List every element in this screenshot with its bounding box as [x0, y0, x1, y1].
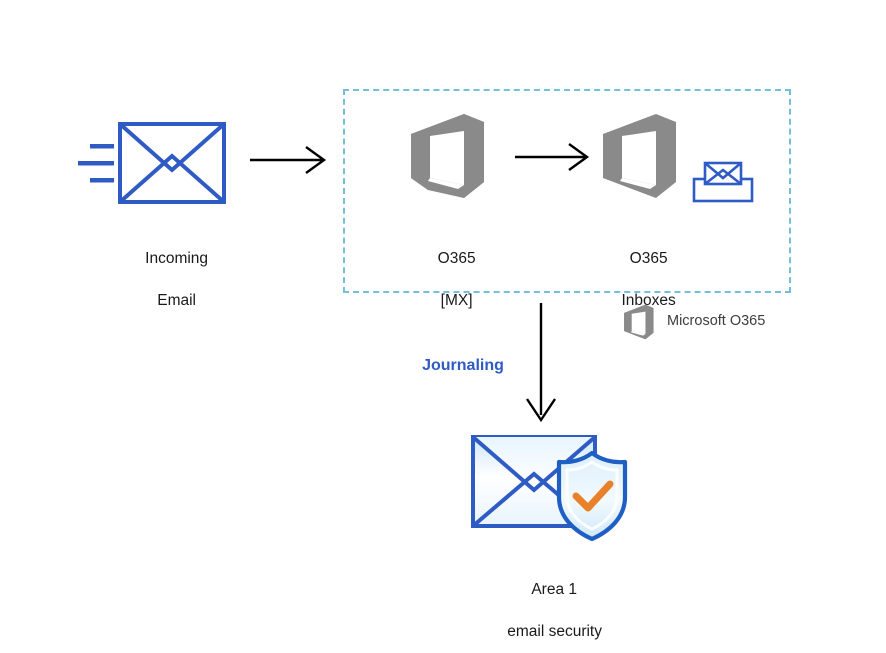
- incoming-email-label-line2: Email: [157, 292, 196, 309]
- o365-inboxes-label: O365 Inboxes: [570, 227, 710, 332]
- office365-cube-icon-inboxes: [598, 110, 682, 202]
- microsoft-o365-boundary: [343, 89, 791, 293]
- o365-inboxes-label-line2: Inboxes: [621, 292, 676, 309]
- o365-mx-label-line1: O365: [437, 250, 476, 267]
- area1-label: Area 1 email security: [456, 558, 636, 653]
- incoming-email-label-line1: Incoming: [145, 250, 209, 267]
- email-motion-lines: [78, 142, 118, 186]
- arrow-inboxes-to-area1: [520, 303, 562, 423]
- legend-office365-cube-icon: [622, 303, 656, 341]
- area1-label-line1: Area 1: [531, 581, 578, 598]
- area1-label-line2: email security: [507, 623, 602, 640]
- o365-inboxes-label-line1: O365: [629, 250, 668, 267]
- office365-cube-icon-mx: [406, 110, 490, 202]
- journaling-label: Journaling: [422, 357, 504, 374]
- arrow-incoming-to-mx: [250, 145, 328, 175]
- legend-label: Microsoft O365: [667, 313, 766, 329]
- envelope-icon: [118, 122, 226, 204]
- arrow-mx-to-inboxes: [515, 142, 593, 172]
- o365-mx-label: O365 [MX]: [378, 227, 518, 332]
- incoming-email-label: Incoming Email: [98, 227, 238, 332]
- o365-mx-label-line2: [MX]: [440, 292, 473, 309]
- envelope-shield-check-icon: [470, 434, 632, 542]
- inbox-tray-envelope-icon: [692, 160, 754, 204]
